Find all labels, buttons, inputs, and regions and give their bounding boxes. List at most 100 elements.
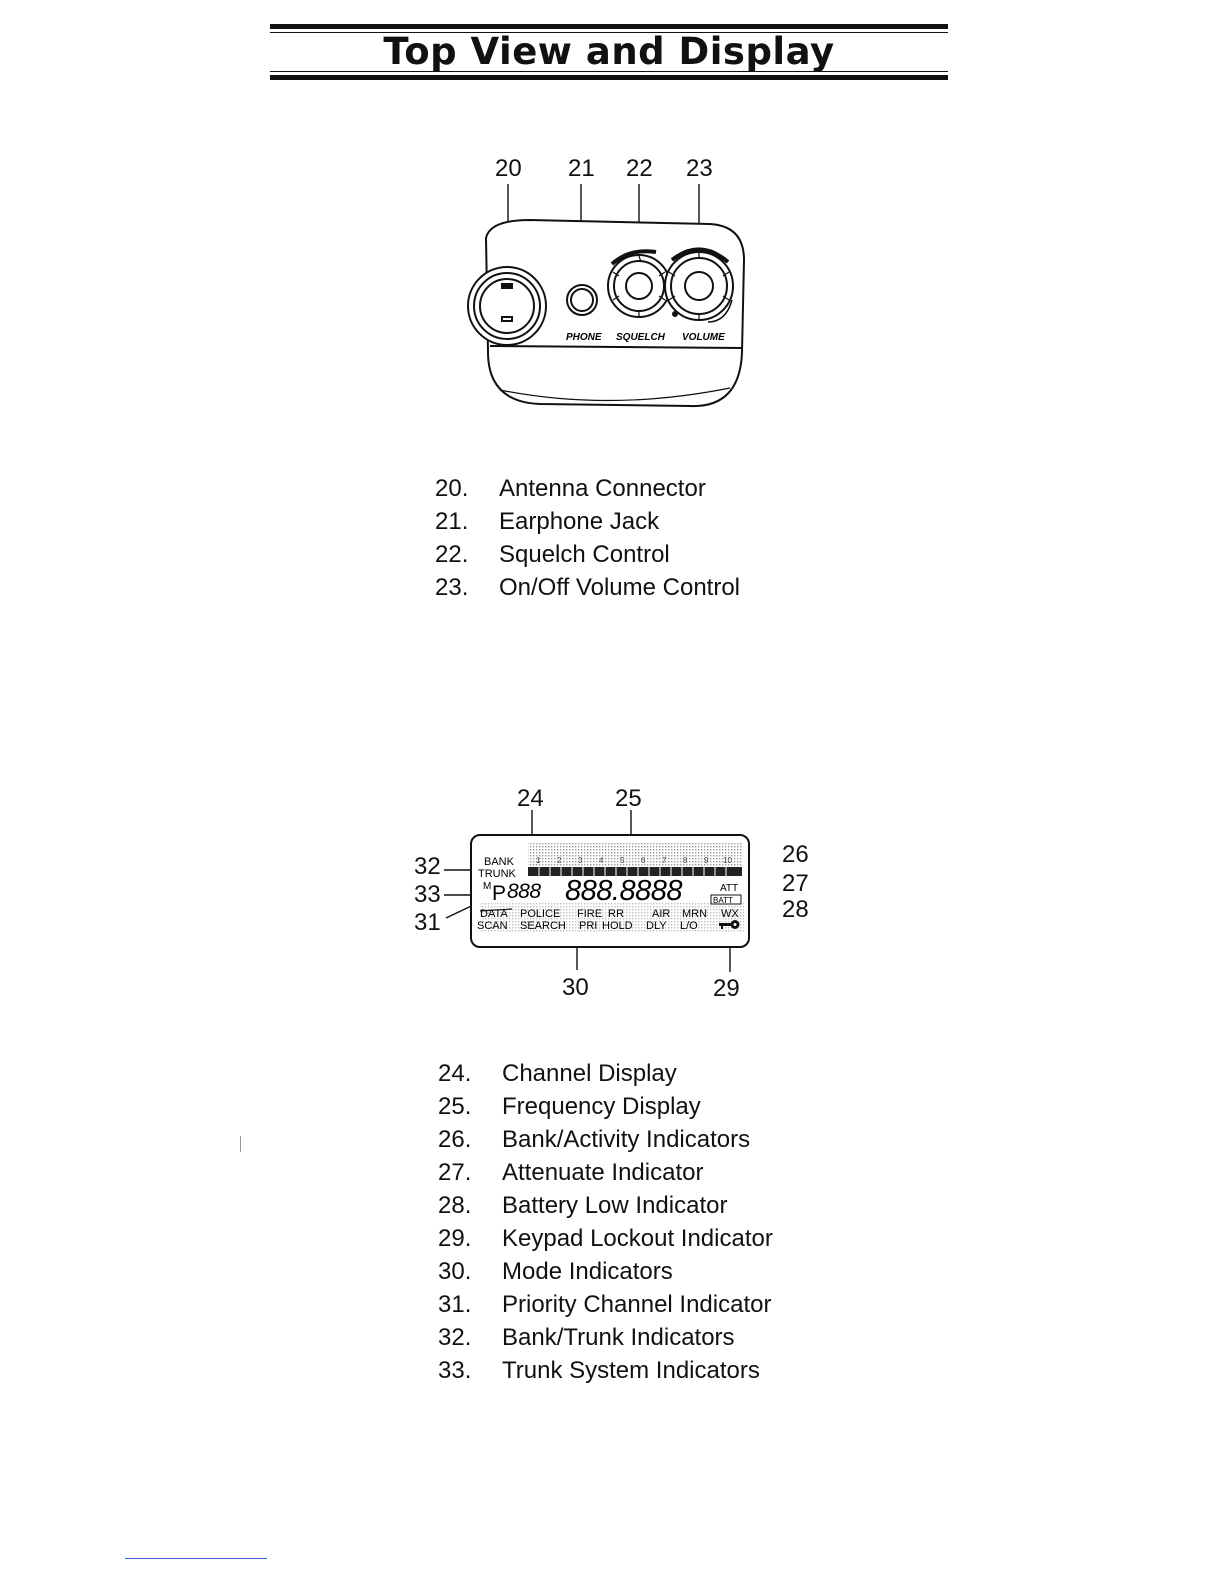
mode-fire: FIRE	[577, 908, 602, 920]
bank-number: 8	[683, 856, 688, 865]
mode-scan: SCAN	[477, 920, 508, 932]
bank-number: 4	[599, 856, 604, 865]
callout-32: 32	[414, 853, 441, 880]
legend-number: 26.	[438, 1126, 472, 1153]
bank-number: 7	[662, 856, 667, 865]
top-rule-thin	[270, 32, 948, 33]
legend-item: 26. Bank/Activity Indicators	[438, 1123, 773, 1156]
legend-number: 24.	[438, 1060, 472, 1087]
bank-label: BANK	[484, 856, 515, 868]
mode-rr: RR	[608, 908, 624, 920]
legend-number: 21.	[435, 508, 469, 535]
callout-31: 31	[414, 909, 441, 936]
legend-number: 30.	[438, 1258, 472, 1285]
volume-label: VOLUME	[682, 332, 725, 343]
bank-number: 10	[723, 856, 732, 865]
top-view-legend: 20. Antenna Connector 21. Earphone Jack 22…	[435, 472, 740, 604]
callout-33: 33	[414, 881, 441, 908]
mode-wx: WX	[721, 908, 739, 920]
legend-number: 27.	[438, 1159, 472, 1186]
mode-air: AIR	[652, 908, 670, 920]
footer-rule	[125, 1558, 267, 1559]
legend-item: 21. Earphone Jack	[435, 505, 740, 538]
bottom-rule-thick	[270, 75, 948, 80]
legend-item: 22. Squelch Control	[435, 538, 740, 571]
legend-text: Mode Indicators	[502, 1258, 673, 1285]
page-title: Top View and Display	[383, 30, 835, 73]
bank-number: 1	[536, 856, 541, 865]
legend-number: 22.	[435, 541, 469, 568]
legend-number: 25.	[438, 1093, 472, 1120]
legend-item: 20. Antenna Connector	[435, 472, 740, 505]
legend-item: 32. Bank/Trunk Indicators	[438, 1321, 773, 1354]
squelch-label: SQUELCH	[616, 332, 666, 343]
callout-28: 28	[782, 896, 809, 923]
callout-29: 29	[713, 975, 740, 1002]
mode-lo: L/O	[680, 920, 698, 932]
bank-number: 6	[641, 856, 646, 865]
legend-number: 31.	[438, 1291, 472, 1318]
legend-item: 31. Priority Channel Indicator	[438, 1288, 773, 1321]
callout-25: 25	[615, 785, 642, 812]
callout-26: 26	[782, 841, 809, 868]
legend-text: Keypad Lockout Indicator	[502, 1225, 773, 1252]
channel-digits: 888	[507, 880, 541, 903]
legend-item: 28. Battery Low Indicator	[438, 1189, 773, 1222]
legend-text: Earphone Jack	[499, 508, 660, 535]
legend-text: Bank/Activity Indicators	[502, 1126, 751, 1153]
phone-label: PHONE	[566, 332, 602, 343]
priority-p-label: P	[492, 882, 506, 905]
legend-text: Priority Channel Indicator	[502, 1291, 772, 1318]
legend-item: 33. Trunk System Indicators	[438, 1354, 773, 1387]
batt-label: BATT	[713, 896, 733, 905]
mode-police: POLICE	[520, 908, 560, 920]
trunk-label: TRUNK	[478, 868, 517, 880]
legend-text: Antenna Connector	[499, 475, 706, 502]
callout-24: 24	[517, 785, 544, 812]
legend-item: 27. Attenuate Indicator	[438, 1156, 773, 1189]
m-label: M	[483, 881, 491, 892]
mode-pri: PRI	[579, 920, 597, 932]
legend-item: 25. Frequency Display	[438, 1090, 773, 1123]
bottom-rule-thin	[270, 71, 948, 72]
callout-20: 20	[495, 155, 522, 182]
legend-text: Bank/Trunk Indicators	[502, 1324, 735, 1351]
legend-item: 30. Mode Indicators	[438, 1255, 773, 1288]
callout-21: 21	[568, 155, 595, 182]
top-rule-thick	[270, 24, 948, 29]
mode-hold: HOLD	[602, 920, 633, 932]
legend-item: 23.On/Off Volume Control	[435, 571, 740, 604]
callout-23: 23	[686, 155, 713, 182]
legend-text: On/Off Volume Control	[499, 574, 741, 601]
callout-30: 30	[562, 974, 589, 1001]
legend-item: 24. Channel Display	[438, 1057, 773, 1090]
mode-search: SEARCH	[520, 920, 566, 932]
legend-number: 29.	[438, 1225, 472, 1252]
mode-mrn: MRN	[682, 908, 707, 920]
mode-dly: DLY	[646, 920, 667, 932]
lcd-display-illustration: BANK TRUNK 1 2 3 4 5 6 7 8 9 10 M P 888 …	[444, 810, 751, 972]
bank-number: 5	[620, 856, 625, 865]
scan-artifact	[240, 1136, 241, 1152]
display-legend: 24.Channel Display 25.Frequency Display …	[438, 1057, 773, 1387]
legend-text: Channel Display	[502, 1060, 677, 1087]
legend-text: Frequency Display	[502, 1093, 701, 1120]
legend-number: 28.	[438, 1192, 472, 1219]
legend-text: Battery Low Indicator	[502, 1192, 728, 1219]
legend-number: 32.	[438, 1324, 472, 1351]
callout-27: 27	[782, 870, 809, 897]
key-icon	[719, 920, 740, 929]
legend-text: Trunk System Indicators	[502, 1357, 760, 1384]
legend-number: 20.	[435, 475, 469, 502]
att-label: ATT	[720, 883, 738, 894]
frequency-digits: 888.8888	[565, 875, 682, 907]
bank-number: 9	[704, 856, 709, 865]
legend-number: 33.	[438, 1357, 472, 1384]
scanner-top-view-illustration: PHONE SQUELCH VOLUME	[467, 184, 746, 408]
legend-item: 29. Keypad Lockout Indicator	[438, 1222, 773, 1255]
legend-text: Squelch Control	[499, 541, 670, 568]
bank-number: 3	[578, 856, 583, 865]
legend-text: Attenuate Indicator	[502, 1159, 704, 1186]
callout-22: 22	[626, 155, 653, 182]
bank-number: 2	[557, 856, 562, 865]
